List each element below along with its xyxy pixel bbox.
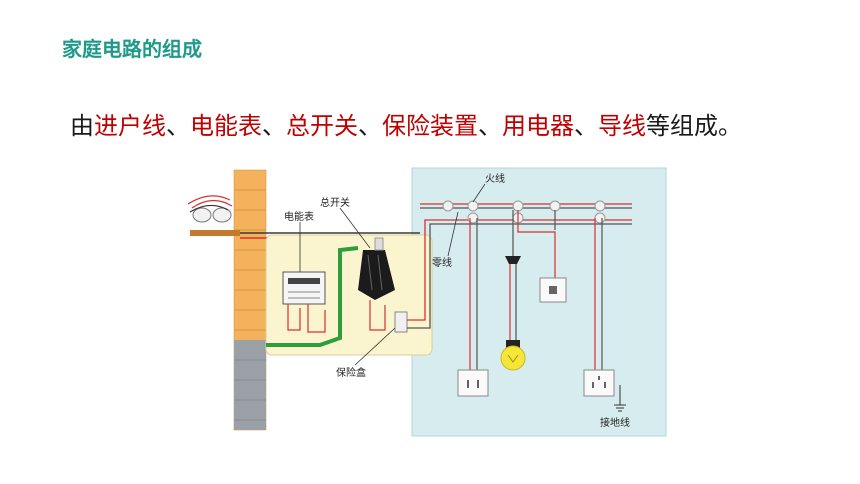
energy-meter bbox=[282, 271, 326, 305]
circuit-svg: 电能表 总开关 保险盒 火线 零线 接地线 bbox=[187, 167, 667, 437]
sentence-part-highlight: 用电器 bbox=[502, 112, 574, 140]
wall-socket-2 bbox=[583, 369, 615, 397]
sentence-part: 、 bbox=[574, 112, 598, 140]
sentence-part-highlight: 导线 bbox=[598, 112, 646, 140]
sentence-part: 、 bbox=[478, 112, 502, 140]
main-switch bbox=[358, 237, 395, 300]
sentence-part: 、 bbox=[358, 112, 382, 140]
composition-sentence: 由进户线、电能表、总开关、保险装置、用电器、导线等组成。 bbox=[70, 106, 742, 141]
brick-wall bbox=[233, 169, 267, 431]
meter-wires bbox=[287, 304, 326, 333]
label-main-switch: 总开关 bbox=[320, 196, 350, 209]
room-background bbox=[411, 167, 667, 437]
label-live-wire: 火线 bbox=[485, 172, 505, 185]
sentence-part: 由 bbox=[70, 112, 94, 140]
lamp-branch bbox=[509, 210, 532, 340]
fuse-box bbox=[394, 311, 408, 333]
household-circuit-diagram: 电能表 总开关 保险盒 火线 零线 接地线 bbox=[180, 160, 700, 450]
label-neutral-wire: 零线 bbox=[432, 256, 452, 269]
leader-lines bbox=[299, 183, 486, 366]
sentence-part-highlight: 总开关 bbox=[286, 112, 358, 140]
light-bulb bbox=[500, 340, 526, 371]
sentence-part-highlight: 保险装置 bbox=[382, 112, 478, 140]
label-fuse-box: 保险盒 bbox=[336, 366, 366, 379]
ground-wire-panel bbox=[266, 246, 359, 347]
socket-branch-1 bbox=[469, 218, 478, 370]
wall-switch bbox=[539, 277, 567, 303]
switch-wire bbox=[369, 300, 386, 331]
socket-branch-2 bbox=[594, 218, 603, 370]
wall-socket-1 bbox=[457, 369, 489, 397]
ground-symbol bbox=[614, 385, 626, 412]
lamp-holder bbox=[505, 256, 521, 264]
sentence-part-highlight: 进户线 bbox=[94, 112, 166, 140]
switch-branch bbox=[532, 210, 556, 278]
sentence-part: 、 bbox=[166, 112, 190, 140]
label-ground-wire: 接地线 bbox=[600, 416, 630, 429]
slide-title: 家庭电路的组成 bbox=[62, 37, 202, 61]
sentence-part-highlight: 电能表 bbox=[190, 112, 262, 140]
sentence-part: 、 bbox=[262, 112, 286, 140]
sentence-part: 等组成。 bbox=[646, 112, 742, 140]
panel-feed-wires bbox=[407, 219, 632, 329]
label-meter: 电能表 bbox=[284, 210, 314, 223]
